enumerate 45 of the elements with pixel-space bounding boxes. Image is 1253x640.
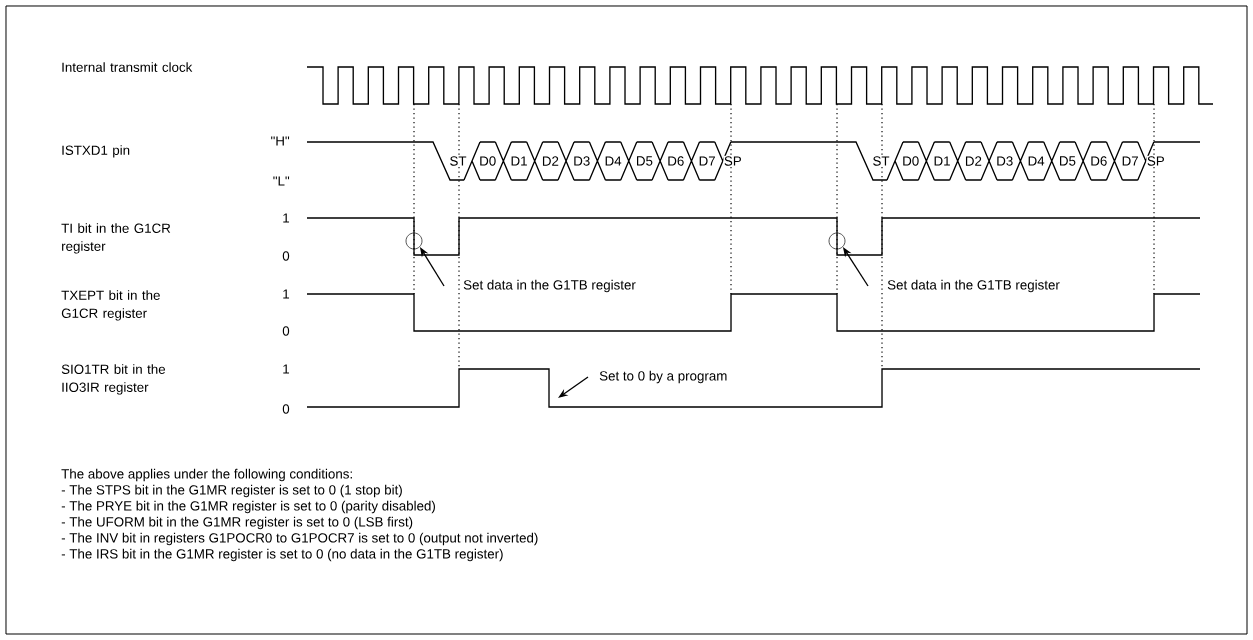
condition-text: - The UFORM bit in the G1MR register is set to 0 (LSB first) [61, 516, 413, 530]
signal-label: Internal transmit clock [62, 62, 193, 72]
bit-label: D1 [510, 155, 529, 167]
condition-text: The above applies under the following conditions: [61, 468, 352, 482]
callout-text: Set data in the G1TB register [463, 279, 636, 293]
bit-label: D6 [1089, 155, 1108, 167]
signal-label: SIO1TR bit in the IIO3IR register [61, 364, 166, 395]
bit-label: D1 [933, 155, 952, 167]
bit-label: D7 [1121, 155, 1140, 167]
level-label: 0 [282, 326, 290, 336]
bit-label: D5 [635, 155, 654, 167]
marker-circle [405, 232, 423, 250]
signal-label: TXEPT bit in the G1CR register [61, 290, 160, 321]
bit-label: D0 [478, 155, 497, 167]
level-label: 1 [283, 213, 289, 223]
condition-text: - The IRS bit in the G1MR register is set to 0 (no data in the G1TB register) [61, 548, 503, 562]
signal-label: ISTXD1 pin [62, 145, 130, 158]
bit-label: D6 [666, 155, 685, 167]
bit-label: SP [1146, 155, 1166, 167]
bit-label: D2 [541, 155, 560, 167]
callout-text: Set to 0 by a program [599, 370, 727, 384]
level-label: "L" [273, 176, 290, 186]
signal-label: TI bit in the G1CR register [61, 223, 171, 254]
marker-circle [828, 232, 846, 250]
bit-label: SP [723, 155, 743, 167]
condition-text: - The STPS bit in the G1MR register is set to 0 (1 stop bit) [61, 484, 402, 498]
bit-label: D7 [698, 155, 717, 167]
bit-label: D3 [995, 155, 1014, 167]
bit-label: ST [449, 155, 468, 167]
bit-label: D4 [604, 155, 623, 167]
condition-text: - The PRYE bit in the G1MR register is set to 0 (parity disabled) [61, 500, 435, 514]
bit-label: D5 [1058, 155, 1077, 167]
callout-text: Set data in the G1TB register [887, 279, 1060, 293]
bit-label: D3 [572, 155, 591, 167]
level-label: 1 [283, 289, 289, 299]
condition-text: - The INV bit in registers G1POCR0 to G1POCR7 is set to 0 (output not inverted) [61, 532, 538, 546]
leader-arrow [558, 376, 589, 398]
level-label: 0 [282, 251, 290, 261]
level-label: 0 [282, 404, 290, 414]
level-label: 1 [283, 364, 289, 374]
bit-label: D4 [1027, 155, 1046, 167]
bit-label: D0 [901, 155, 920, 167]
level-label: "H" [271, 136, 290, 146]
bit-label: ST [872, 155, 891, 167]
bit-label: D2 [964, 155, 983, 167]
